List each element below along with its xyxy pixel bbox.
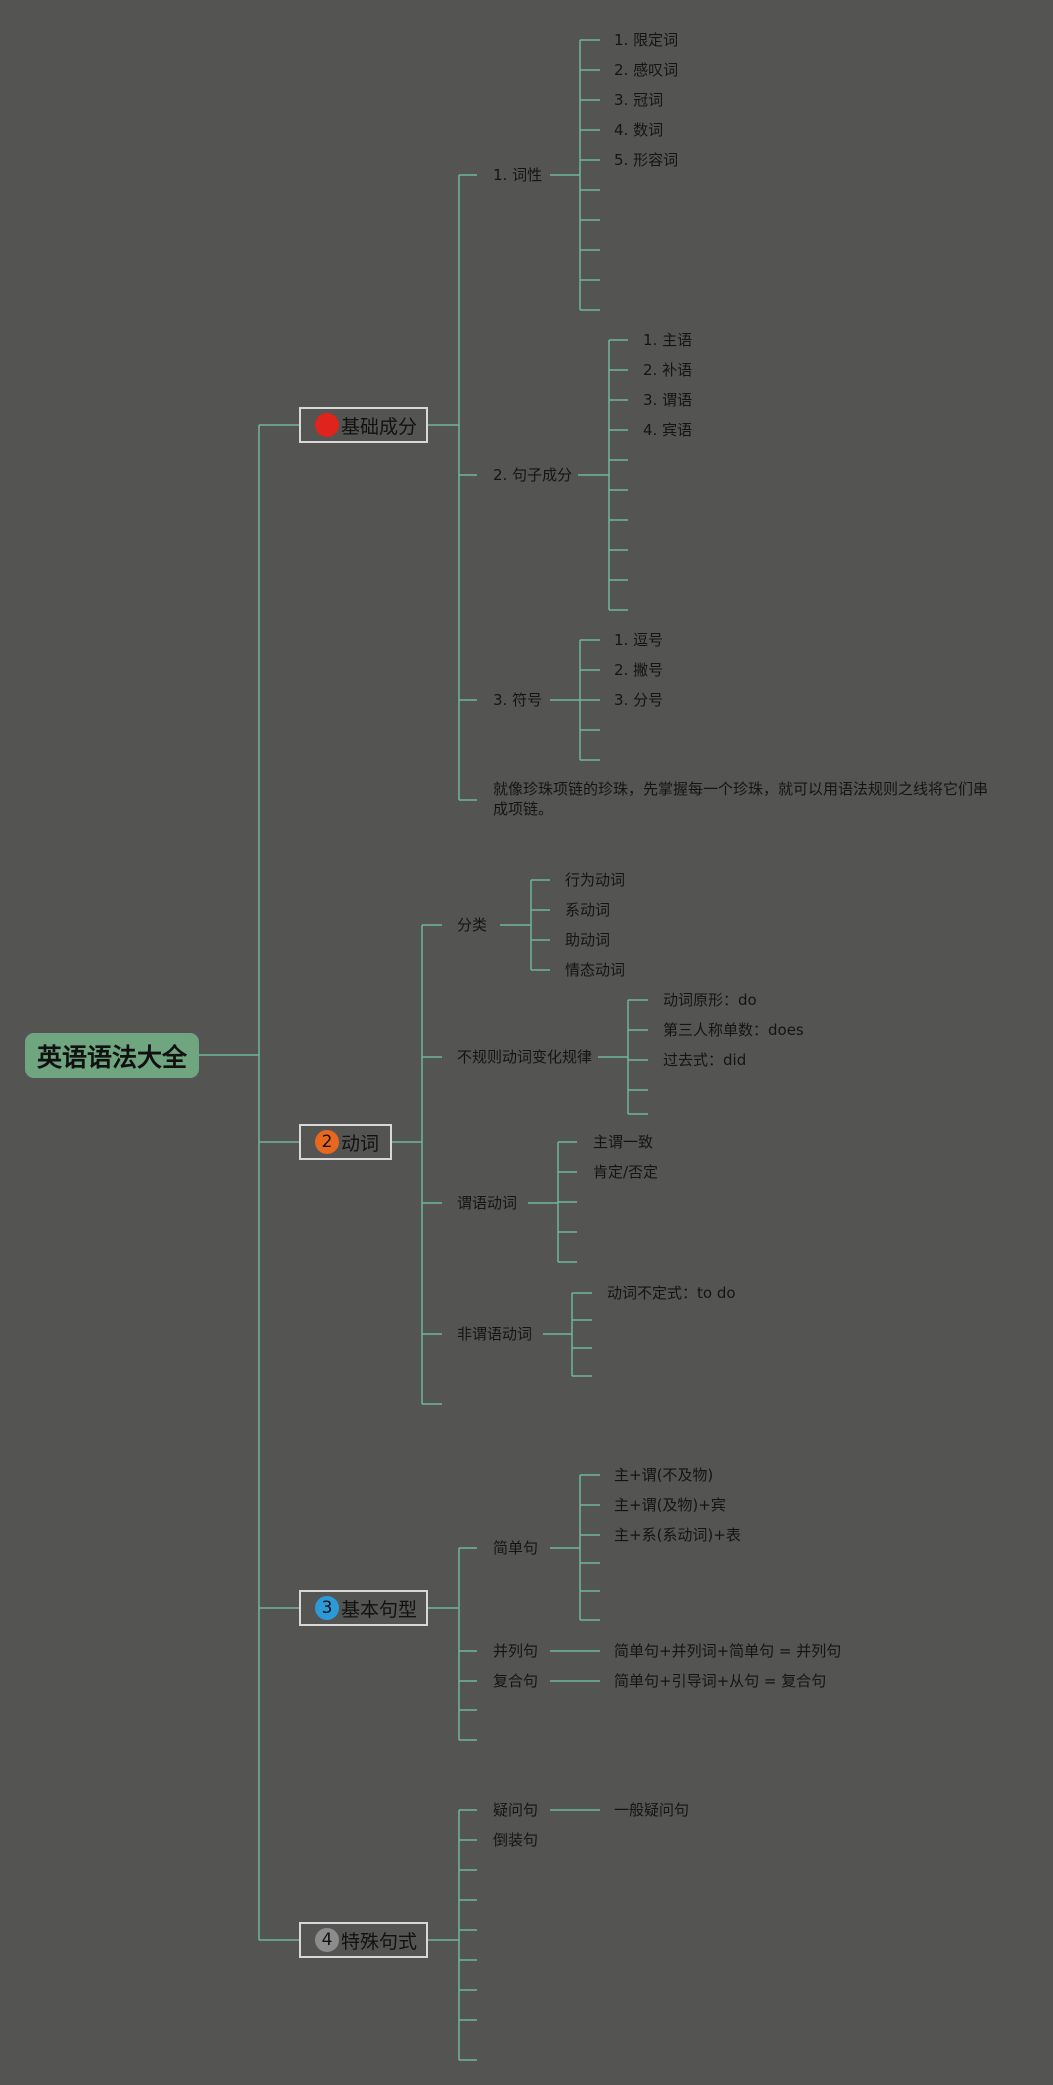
branch-special-sentences[interactable]: 4 特殊句式 [299, 1922, 428, 1958]
node-feiweiyu[interactable]: 非谓语动词 [457, 1325, 533, 1343]
leaf-cixing-5[interactable]: 5. 形容词 [614, 151, 679, 169]
leaf-fenlei-1[interactable]: 行为动词 [565, 871, 626, 889]
branch-label: 动词 [341, 1132, 380, 1155]
node-complex-sentence[interactable]: 复合句 [493, 1672, 539, 1690]
leaf-juzi-1[interactable]: 1. 主语 [643, 331, 693, 349]
node-fenlei[interactable]: 分类 [457, 916, 488, 934]
leaf-simple-3[interactable]: 主+系(系动词)+表 [614, 1526, 741, 1544]
leaf-fuhao-3[interactable]: 3. 分号 [614, 691, 664, 709]
node-irregular-verbs[interactable]: 不规则动词变化规律 [457, 1048, 593, 1066]
leaf-cixing-3[interactable]: 3. 冠词 [614, 91, 664, 109]
root-label: 英语语法大全 [36, 1042, 187, 1072]
leaf-cixing-4[interactable]: 4. 数词 [614, 121, 664, 139]
leaf-feiweiyu-1[interactable]: 动词不定式：to do [607, 1284, 736, 1302]
branch-number-badge: 3 [315, 1596, 339, 1620]
leaf-juzi-2[interactable]: 2. 补语 [643, 361, 693, 379]
leaf-simple-1[interactable]: 主+谓(不及物) [614, 1466, 714, 1484]
branch-label: 基础成分 [341, 415, 418, 438]
node-fuhao[interactable]: 3. 符号 [493, 691, 543, 709]
leaf-irregular-1[interactable]: 动词原形：do [663, 991, 757, 1009]
branch-basics[interactable]: 1 基础成分 [299, 407, 428, 443]
node-inversion-sentence[interactable]: 倒装句 [493, 1831, 539, 1849]
branch-number-badge: 4 [315, 1928, 339, 1952]
leaf-juzi-3[interactable]: 3. 谓语 [643, 391, 693, 409]
leaf-weiyu-1[interactable]: 主谓一致 [593, 1133, 654, 1151]
leaf-fuhao-2[interactable]: 2. 撇号 [614, 661, 664, 679]
leaf-irregular-3[interactable]: 过去式：did [663, 1051, 747, 1069]
leaf-complex-formula[interactable]: 简单句+引导词+从句 = 复合句 [614, 1672, 827, 1690]
node-cixing[interactable]: 1. 词性 [493, 166, 543, 184]
leaf-weiyu-2[interactable]: 肯定/否定 [593, 1163, 659, 1181]
leaf-question-1[interactable]: 一般疑问句 [614, 1801, 690, 1819]
root-node[interactable]: 英语语法大全 [25, 1033, 199, 1078]
leaf-fenlei-4[interactable]: 情态动词 [565, 961, 626, 979]
node-question-sentence[interactable]: 疑问句 [493, 1801, 539, 1819]
leaf-fenlei-3[interactable]: 助动词 [565, 931, 611, 949]
leaf-fenlei-2[interactable]: 系动词 [565, 901, 611, 919]
basics-note[interactable]: 就像珍珠项链的珍珠，先掌握每一个珍珠，就可以用语法规则之线将它们串成项链。 [493, 780, 989, 818]
branch-number-badge: 2 [315, 1130, 339, 1154]
leaf-cixing-2[interactable]: 2. 感叹词 [614, 61, 679, 79]
leaf-compound-formula[interactable]: 简单句+并列词+简单句 = 并列句 [614, 1642, 842, 1660]
leaf-fuhao-1[interactable]: 1. 逗号 [614, 631, 664, 649]
leaf-juzi-4[interactable]: 4. 宾语 [643, 421, 693, 439]
node-juzi[interactable]: 2. 句子成分 [493, 466, 573, 484]
branch-label: 基本句型 [341, 1598, 418, 1621]
node-simple-sentence[interactable]: 简单句 [493, 1539, 539, 1557]
leaf-irregular-2[interactable]: 第三人称单数：does [663, 1021, 804, 1039]
node-weiyu[interactable]: 谓语动词 [457, 1194, 518, 1212]
branch-verbs[interactable]: 2 动词 [299, 1124, 392, 1160]
leaf-simple-2[interactable]: 主+谓(及物)+宾 [614, 1496, 726, 1514]
branch-label: 特殊句式 [341, 1930, 418, 1953]
leaf-cixing-1[interactable]: 1. 限定词 [614, 31, 679, 49]
branch-sentence-patterns[interactable]: 3 基本句型 [299, 1590, 428, 1626]
node-compound-sentence[interactable]: 并列句 [493, 1642, 539, 1660]
branch-number-badge: 1 [315, 413, 339, 437]
